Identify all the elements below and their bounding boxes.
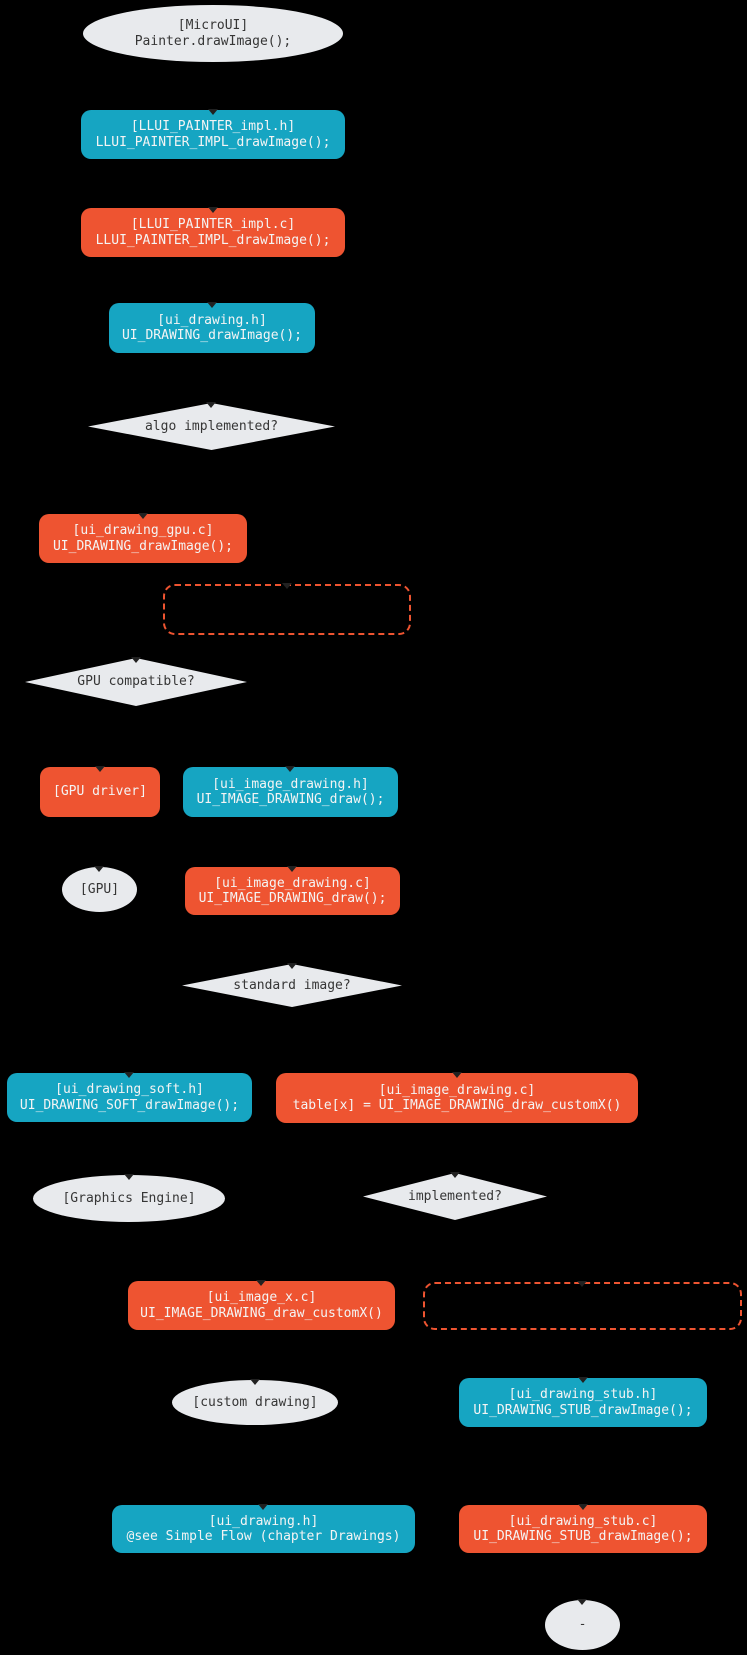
- node-graphics-engine: [Graphics Engine]: [33, 1175, 225, 1222]
- node-label: [GPU driver]: [53, 784, 147, 800]
- node-label: LLUI_PAINTER_IMPL_drawImage();: [95, 232, 331, 248]
- arrowhead-down-icon: [208, 207, 218, 213]
- arrowhead-down-icon: [578, 1377, 588, 1383]
- node-label: [ui_image_x.c]: [206, 1290, 317, 1305]
- node-label: -: [578, 1617, 587, 1633]
- arrowhead-down-icon: [577, 1281, 587, 1287]
- node-label: algo implemented?: [144, 418, 279, 434]
- node-custom-drawing: [custom drawing]: [172, 1380, 338, 1425]
- decision-algo-implemented: algo implemented?: [88, 403, 335, 450]
- node-label: UI_DRAWING_drawImage();: [121, 328, 302, 343]
- node-ui-image-x-c: [ui_image_x.c]UI_IMAGE_DRAWING_draw_cust…: [128, 1281, 395, 1330]
- node-ui-drawing-h-see-simple-flow: [ui_drawing.h]@see Simple Flow (chapter …: [112, 1505, 415, 1553]
- node-label: UI_DRAWING_drawImage();: [52, 538, 233, 554]
- node-ui-drawing-soft-h: [ui_drawing_soft.h]UI_DRAWING_SOFT_drawI…: [7, 1073, 252, 1122]
- node-label: standard image?: [233, 977, 351, 993]
- node-label: implemented?: [408, 1188, 502, 1204]
- node-llui-painter-impl-c: [LLUI_PAINTER_impl.c]LLUI_PAINTER_IMPL_d…: [81, 208, 345, 257]
- arrowhead-down-icon: [207, 302, 217, 308]
- arrowhead-down-icon: [124, 1072, 134, 1078]
- node-label: UI_DRAWING_STUB_drawImage();: [473, 1529, 693, 1544]
- node-label: [MicroUI]: [177, 18, 249, 33]
- decision-implemented: implemented?: [363, 1173, 547, 1220]
- arrowhead-down-icon: [287, 866, 297, 872]
- node-ui-drawing-stub-c: [ui_drawing_stub.c]UI_DRAWING_STUB_drawI…: [459, 1505, 707, 1553]
- arrowhead-down-icon: [208, 109, 218, 115]
- node-label: UI_IMAGE_DRAWING_draw_customX(): [140, 1305, 383, 1321]
- node-label: [Graphics Engine]: [62, 1190, 196, 1206]
- node-end: -: [545, 1600, 620, 1650]
- node-label: [custom drawing]: [192, 1394, 318, 1410]
- node-label: [ui_image_drawing.h]: [212, 776, 369, 792]
- node-label: [ui_drawing_soft.h]: [55, 1082, 204, 1097]
- arrowhead-down-icon: [287, 963, 297, 969]
- node-ui-image-drawing-c: [ui_image_drawing.c]UI_IMAGE_DRAWING_dra…: [185, 867, 400, 915]
- node-label: [ui_drawing_stub.h]: [508, 1387, 658, 1402]
- arrowhead-down-icon: [94, 866, 104, 872]
- node-llui-painter-impl-h: [LLUI_PAINTER_impl.h]LLUI_PAINTER_IMPL_d…: [81, 110, 345, 159]
- node-label: [LLUI_PAINTER_impl.c]: [130, 217, 296, 232]
- decision-standard-image: standard image?: [182, 964, 402, 1007]
- arrowhead-down-icon: [282, 583, 292, 589]
- node-label: GPU compatible?: [77, 674, 195, 690]
- node-label: UI_DRAWING_STUB_drawImage();: [473, 1402, 693, 1418]
- node-label: UI_DRAWING_SOFT_drawImage();: [19, 1097, 240, 1113]
- node-gpu-driver: [GPU driver]: [40, 767, 160, 817]
- placeholder-dashed-2: [423, 1282, 742, 1330]
- arrowhead-down-icon: [131, 657, 141, 663]
- node-microui-painter-drawimage: [MicroUI]Painter.drawImage();: [83, 5, 343, 62]
- node-label: UI_IMAGE_DRAWING_draw();: [196, 792, 385, 807]
- node-label: [GPU]: [79, 881, 120, 897]
- arrowhead-down-icon: [258, 1504, 268, 1510]
- node-ui-drawing-stub-h: [ui_drawing_stub.h]UI_DRAWING_STUB_drawI…: [459, 1378, 707, 1427]
- arrowhead-down-icon: [250, 1379, 260, 1385]
- node-label: UI_IMAGE_DRAWING_draw();: [198, 891, 387, 906]
- node-label: [LLUI_PAINTER_impl.h]: [130, 119, 296, 134]
- node-label: [ui_image_drawing.c]: [378, 1082, 536, 1098]
- node-label: Painter.drawImage();: [134, 33, 292, 49]
- node-label: [ui_image_drawing.c]: [214, 875, 371, 891]
- arrowhead-down-icon: [206, 402, 216, 408]
- node-label: [ui_drawing.h]: [157, 312, 267, 328]
- arrowhead-down-icon: [578, 1504, 588, 1510]
- arrowhead-down-icon: [124, 1174, 134, 1180]
- node-ui-drawing-h: [ui_drawing.h]UI_DRAWING_drawImage();: [109, 303, 315, 353]
- node-label: @see Simple Flow (chapter Drawings): [126, 1529, 401, 1544]
- node-ui-image-drawing-c-table: [ui_image_drawing.c]table[x] = UI_IMAGE_…: [276, 1073, 638, 1123]
- arrowhead-down-icon: [577, 1599, 587, 1605]
- arrowhead-down-icon: [95, 766, 105, 772]
- node-ui-image-drawing-h: [ui_image_drawing.h]UI_IMAGE_DRAWING_dra…: [183, 767, 398, 817]
- node-label: [ui_drawing.h]: [208, 1513, 319, 1529]
- arrowhead-down-icon: [256, 1280, 266, 1286]
- node-label: [ui_drawing_gpu.c]: [72, 523, 214, 538]
- arrowhead-down-icon: [450, 1172, 460, 1178]
- decision-gpu-compatible: GPU compatible?: [25, 658, 247, 706]
- node-gpu: [GPU]: [62, 867, 137, 912]
- node-ui-drawing-gpu-c: [ui_drawing_gpu.c]UI_DRAWING_drawImage()…: [39, 514, 247, 563]
- arrowhead-down-icon: [285, 766, 295, 772]
- node-label: table[x] = UI_IMAGE_DRAWING_draw_customX…: [292, 1098, 622, 1113]
- arrowhead-down-icon: [138, 513, 148, 519]
- arrowhead-down-icon: [452, 1072, 462, 1078]
- node-label: [ui_drawing_stub.c]: [508, 1513, 658, 1529]
- placeholder-dashed-1: [163, 584, 411, 635]
- node-label: LLUI_PAINTER_IMPL_drawImage();: [95, 134, 331, 150]
